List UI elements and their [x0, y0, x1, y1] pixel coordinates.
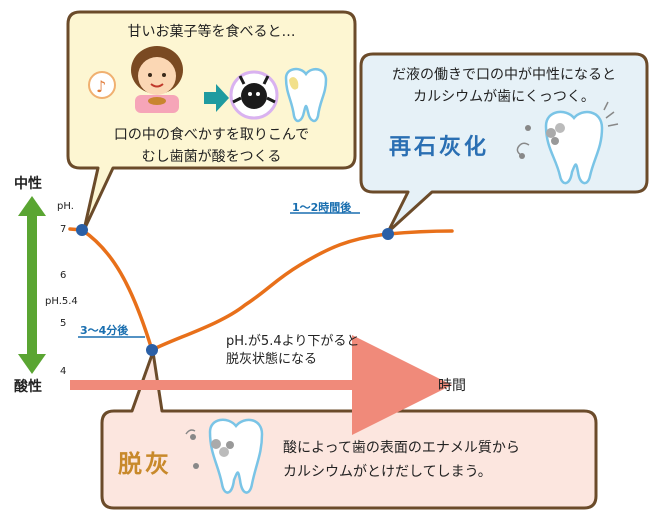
top-right-title: 再石灰化: [389, 135, 490, 160]
germ-icon: [229, 70, 279, 120]
music-note-icon: ♪: [88, 71, 116, 99]
point-recovered: [382, 228, 394, 240]
svg-text:♪: ♪: [96, 77, 106, 96]
remineralized-tooth-icon: [516, 101, 619, 185]
demineralized-tooth-icon: [185, 418, 264, 494]
stage-early-label: 3～4分後: [80, 324, 129, 337]
top-right-line2: カルシウムが歯にくっつく。: [413, 89, 595, 105]
bottom-bubble: [100, 350, 598, 510]
bottom-line2: カルシウムがとけだしてしまう。: [283, 464, 492, 480]
y-bottom-label: 酸性: [14, 379, 42, 395]
tick-6: 6: [60, 270, 67, 281]
top-left-line2: 口の中の食べかすを取りこんで: [113, 127, 310, 143]
stage-late-label: 1～2時間後: [292, 201, 352, 214]
top-left-line1: 甘いお菓子等を食べると…: [127, 24, 296, 40]
tooth-icon: [284, 67, 328, 123]
tick-4: 4: [60, 366, 67, 377]
ph-note-line2: 脱灰状態になる: [226, 352, 318, 367]
bottom-line1: 酸によって歯の表面のエナメル質から: [283, 440, 520, 456]
top-left-line3: むし歯菌が酸をつくる: [141, 149, 282, 165]
ph-scale-arrow: [18, 196, 46, 374]
point-start: [76, 224, 88, 236]
ph-threshold-label: pH.5.4: [45, 296, 78, 307]
top-right-bubble: [359, 52, 649, 234]
tick-5: 5: [60, 318, 67, 329]
top-right-line1: だ液の働きで口の中が中性になると: [392, 67, 616, 83]
ph-unit-label: pH.: [57, 201, 74, 212]
ph-note-line1: pH.が5.4より下がると: [226, 334, 360, 349]
process-arrow-icon: [204, 84, 229, 112]
girl-eating-icon: [131, 46, 183, 113]
bottom-title: 脱灰: [118, 450, 172, 478]
x-axis-label: 時間: [438, 378, 466, 394]
y-top-label: 中性: [14, 176, 42, 192]
point-minimum: [146, 344, 158, 356]
tick-7: 7: [60, 224, 67, 235]
